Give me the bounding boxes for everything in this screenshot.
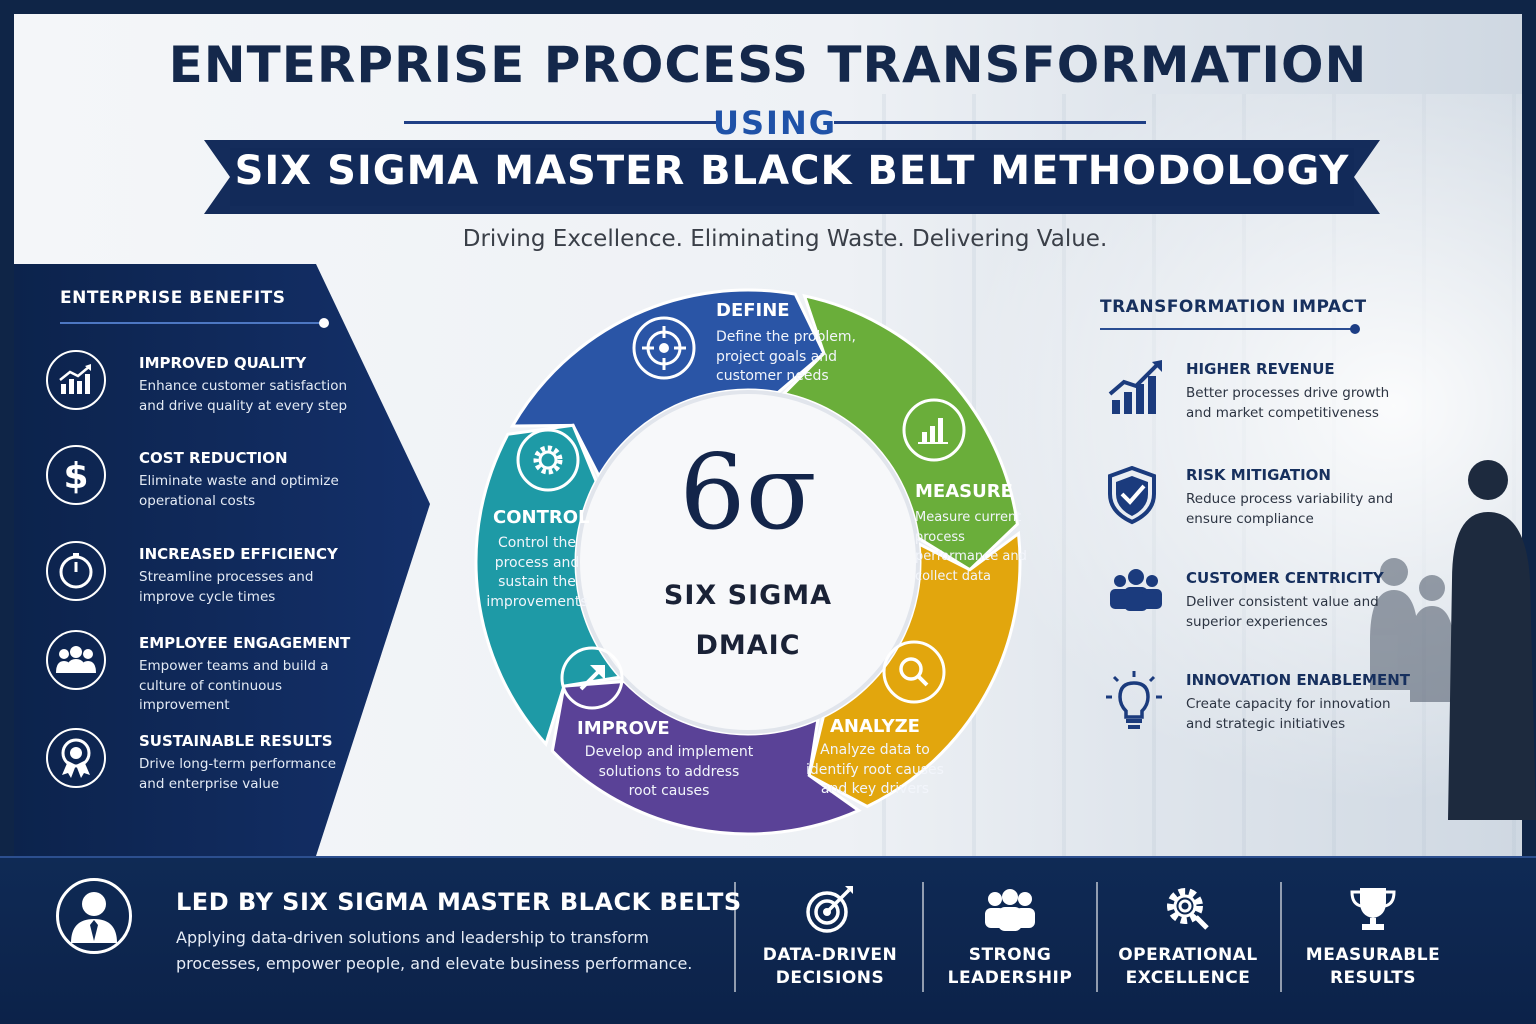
team-icon	[985, 889, 1035, 931]
benefit-title: COST REDUCTION	[139, 449, 288, 467]
impact-title: INNOVATION ENABLEMENT	[1186, 671, 1411, 689]
growth-chart-icon	[1108, 360, 1162, 414]
pillar-label: MEASURABLE	[1305, 945, 1441, 965]
phase-control-label: CONTROL	[493, 507, 590, 528]
arrow-up-right-icon	[560, 646, 624, 710]
page-title: ENTERPRISE PROCESS TRANSFORMATION	[168, 36, 1368, 94]
target-icon	[632, 316, 696, 380]
impact-desc: Create capacity for innovation and strat…	[1186, 696, 1391, 732]
benefits-heading: ENTERPRISE BENEFITS	[60, 288, 286, 308]
phase-control-desc: Control the process and sustain the impr…	[486, 535, 588, 610]
impact-title: HIGHER REVENUE	[1186, 360, 1335, 378]
dmaic-label: DMAIC	[695, 630, 801, 661]
benefit-increased-efficiency: INCREASED EFFICIENCY Streamline processe…	[46, 541, 366, 621]
trophy-icon	[1350, 888, 1396, 930]
banner-title: SIX SIGMA MASTER BLACK BELT METHODOLOGY	[234, 148, 1350, 194]
footer-desc: Applying data-driven solutions and leade…	[176, 928, 693, 973]
benefit-desc: Eliminate waste and optimize operational…	[139, 473, 339, 509]
impact-risk-mitigation: RISK MITIGATION Reduce process variabili…	[1106, 466, 1406, 546]
impact-title: CUSTOMER CENTRICITY	[1186, 569, 1384, 587]
dollar-icon: $	[46, 445, 106, 505]
pillar-strong-leadership: STRONG LEADERSHIP	[925, 884, 1095, 990]
award-ribbon-icon	[46, 728, 106, 788]
pillar-label: DECISIONS	[775, 968, 885, 988]
gear-icon	[516, 428, 580, 492]
benefit-title: IMPROVED QUALITY	[139, 354, 307, 372]
businessman-icon	[71, 892, 117, 943]
methodology-banner	[204, 140, 1380, 214]
benefit-sustainable-results: SUSTAINABLE RESULTS Drive long-term perf…	[46, 728, 366, 808]
pillar-label: STRONG	[968, 945, 1052, 965]
benefit-title: EMPLOYEE ENGAGEMENT	[139, 634, 351, 652]
dmaic-wheel	[474, 288, 1022, 836]
shield-check-icon	[1108, 466, 1156, 525]
footer-separator	[1280, 882, 1282, 992]
phase-measure-desc: Measure current process performance and …	[915, 510, 1027, 584]
impact-heading: TRANSFORMATION IMPACT	[1100, 297, 1367, 317]
gear-search-icon	[1167, 888, 1209, 930]
wheel-center-hub	[578, 392, 918, 732]
benefit-desc: Enhance customer satisfaction and drive …	[139, 378, 348, 414]
phase-improve-label: IMPROVE	[577, 718, 670, 739]
six-sigma-symbol: 6σ	[679, 431, 817, 553]
phase-define-desc: Define the problem, project goals and cu…	[716, 329, 856, 384]
impact-higher-revenue: HIGHER REVENUE Better processes drive gr…	[1106, 360, 1406, 440]
tagline: Driving Excellence. Eliminating Waste. D…	[462, 226, 1108, 252]
phase-measure-label: MEASURE	[915, 481, 1013, 502]
six-sigma-label: SIX SIGMA	[663, 580, 833, 611]
business-people-image	[1370, 460, 1536, 820]
using-rule-right	[834, 121, 1146, 124]
benefit-desc: Drive long-term performance and enterpri…	[139, 756, 337, 792]
dmaic-segments	[474, 288, 1022, 836]
magnifier-icon	[882, 640, 946, 704]
pillar-label: EXCELLENCE	[1125, 968, 1251, 988]
avatar	[56, 878, 132, 954]
benefit-title: SUSTAINABLE RESULTS	[139, 732, 333, 750]
phase-define-label: DEFINE	[716, 300, 790, 321]
svg-text:$: $	[63, 456, 88, 495]
benefit-cost-reduction: $ COST REDUCTION Eliminate waste and opt…	[46, 445, 366, 525]
wheel-center-ring	[576, 390, 920, 734]
benefits-rule	[60, 322, 324, 324]
phase-analyze-desc: Analyze data to identify root causes and…	[806, 742, 944, 797]
benefit-desc: Empower teams and build a culture of con…	[139, 658, 329, 713]
pillar-data-driven: DATA-DRIVEN DECISIONS	[745, 884, 915, 990]
benefit-desc: Streamline processes and improve cycle t…	[139, 569, 314, 605]
impact-rule	[1100, 328, 1352, 330]
footer-title: LED BY SIX SIGMA MASTER BLACK BELTS	[176, 888, 742, 916]
target-arrow-icon	[806, 886, 853, 933]
footer-separator	[1096, 882, 1098, 992]
impact-title: RISK MITIGATION	[1186, 466, 1331, 484]
impact-desc: Deliver consistent value and superior ex…	[1186, 594, 1379, 630]
footer-separator	[734, 882, 736, 992]
benefits-panel	[14, 264, 430, 856]
using-label: USING	[713, 104, 837, 142]
pillar-measurable-results: MEASURABLE RESULTS	[1288, 884, 1458, 990]
phase-analyze-label: ANALYZE	[830, 716, 920, 737]
team-icon	[46, 630, 106, 690]
footer-separator	[922, 882, 924, 992]
impact-rule-dot	[1350, 324, 1360, 334]
pillar-label: OPERATIONAL	[1118, 945, 1258, 965]
pillar-label: LEADERSHIP	[947, 968, 1073, 988]
pillar-operational-excellence: OPERATIONAL EXCELLENCE	[1103, 884, 1273, 990]
impact-desc: Better processes drive growth and market…	[1186, 385, 1390, 421]
phase-improve-desc: Develop and implement solutions to addre…	[584, 744, 754, 799]
using-divider: USING	[404, 104, 1146, 142]
benefit-employee-engagement: EMPLOYEE ENGAGEMENT Empower teams and bu…	[46, 630, 366, 713]
benefit-improved-quality: IMPROVED QUALITY Enhance customer satisf…	[46, 350, 366, 430]
impact-customer-centricity: CUSTOMER CENTRICITY Deliver consistent v…	[1106, 569, 1406, 649]
lightbulb-icon	[1106, 671, 1162, 729]
clock-icon	[46, 541, 106, 601]
pillar-label: RESULTS	[1329, 968, 1417, 988]
benefit-title: INCREASED EFFICIENCY	[139, 545, 338, 563]
bar-chart-up-icon	[46, 350, 106, 410]
bar-chart-icon	[902, 398, 966, 462]
using-rule-left	[404, 121, 716, 124]
benefits-rule-dot	[319, 318, 329, 328]
customers-icon	[1110, 569, 1162, 611]
impact-innovation-enablement: INNOVATION ENABLEMENT Create capacity fo…	[1106, 671, 1410, 751]
impact-desc: Reduce process variability and ensure co…	[1186, 491, 1394, 527]
pillar-label: DATA-DRIVEN	[762, 945, 898, 965]
